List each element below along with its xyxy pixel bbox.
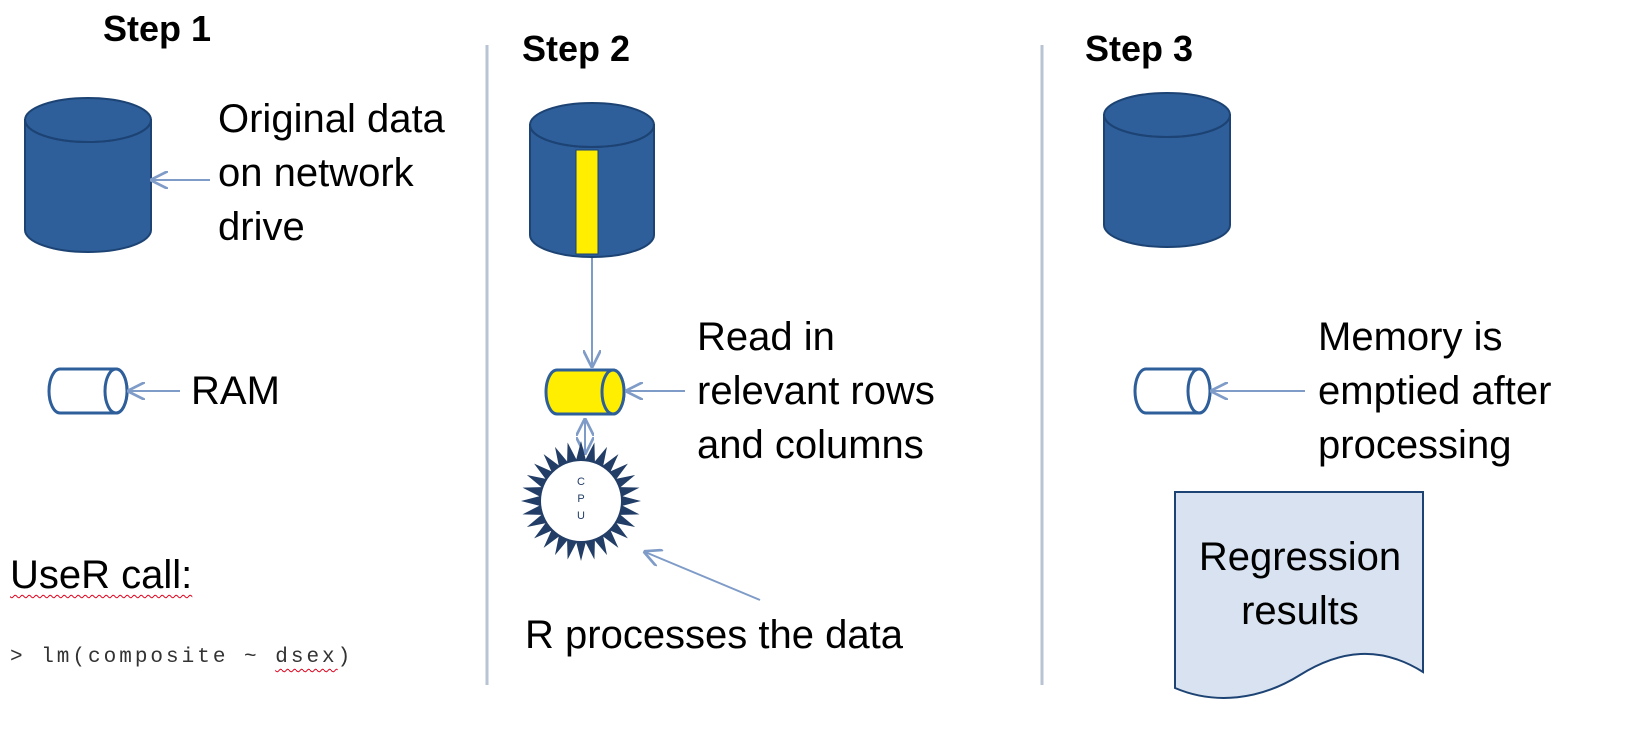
ram-icon: [47, 367, 129, 415]
database-icon: [24, 97, 152, 253]
ram-label: RAM: [191, 369, 280, 413]
call-title: UseR call:: [10, 553, 193, 597]
read-in-label: Read in relevant rows and columns: [697, 315, 935, 467]
step-2-title: Step 2: [522, 28, 631, 69]
ram-icon: [1133, 367, 1212, 415]
process-label: R processes the data: [525, 613, 903, 657]
cpu-icon: [521, 441, 641, 561]
db-label: Original data on network drive: [218, 97, 445, 249]
step-1-title: Step 1: [103, 8, 212, 49]
memory-label: Memory is emptied after processing: [1318, 315, 1552, 467]
doc-label: Regression results: [1198, 535, 1402, 633]
ram-icon: [544, 368, 626, 416]
cpu-label: C P U: [577, 476, 585, 522]
call-code: > lm(composite ~ dsex): [10, 646, 354, 669]
selected-column: [575, 149, 599, 255]
step-3-title: Step 3: [1085, 28, 1194, 69]
document-icon: [1174, 491, 1424, 699]
database-icon: [1103, 92, 1231, 248]
database-icon: [529, 102, 655, 258]
arrow-icon: [645, 552, 761, 601]
